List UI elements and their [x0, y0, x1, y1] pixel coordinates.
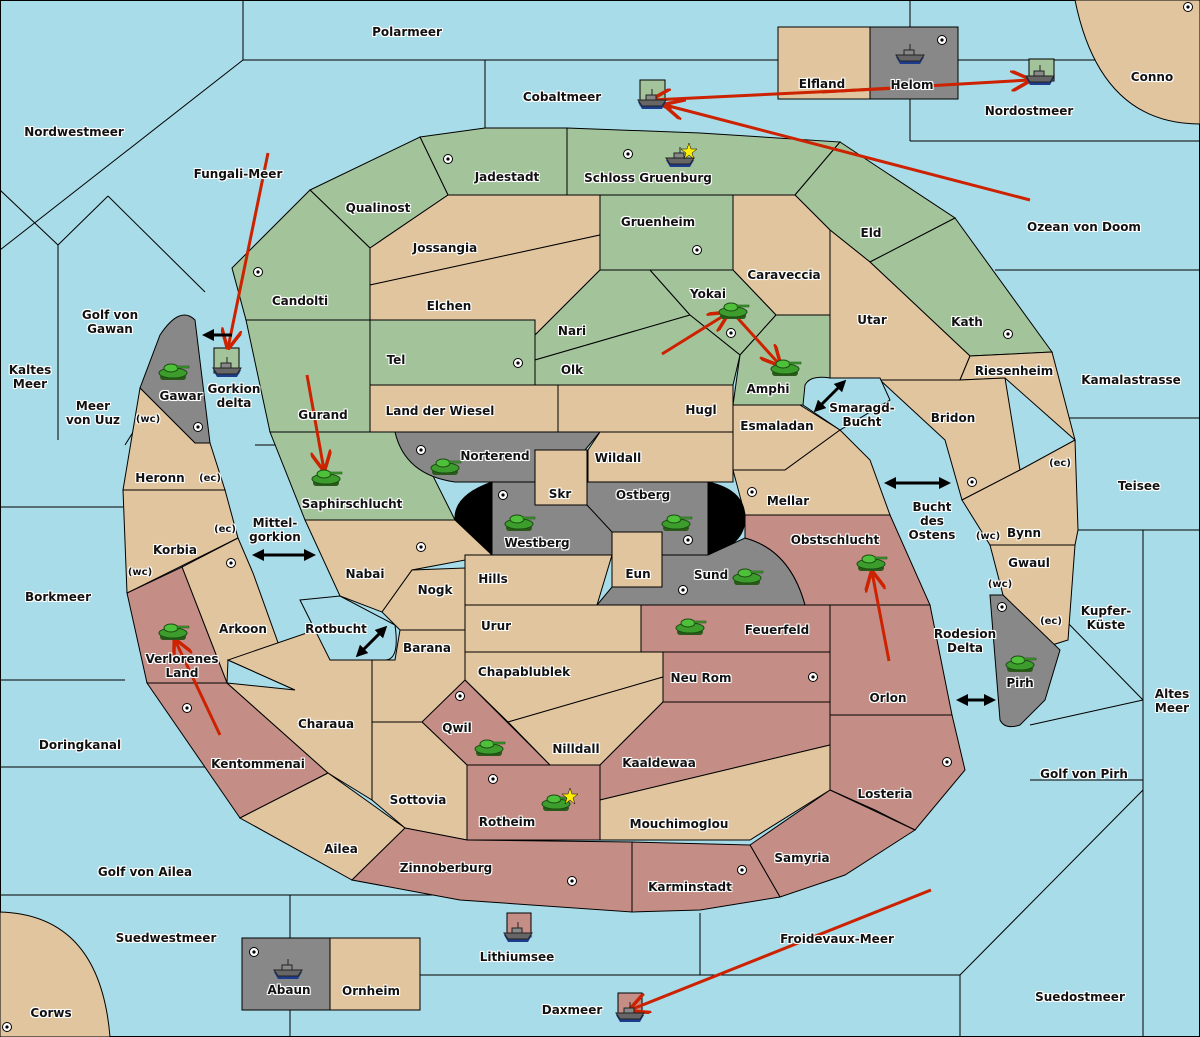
territory-conno[interactable] — [1074, 0, 1200, 125]
territory-rotheim[interactable] — [466, 764, 601, 841]
order-olk-yokai — [661, 313, 728, 356]
territory-hugl[interactable] — [557, 384, 734, 433]
adjacency-arrows — [252, 379, 996, 706]
territory-urur[interactable] — [464, 604, 642, 653]
territory-nogk[interactable] — [381, 567, 466, 631]
territory-orlon[interactable] — [829, 604, 953, 716]
order-kentommenai-verlorenes — [175, 640, 222, 736]
order-helom-cobaltmeer — [652, 86, 901, 100]
order-gurand-saphirschlucht — [305, 374, 324, 470]
territory-karminstadt[interactable] — [631, 841, 781, 913]
territory-feuerfeld[interactable] — [640, 604, 831, 653]
territory-neu-rom[interactable] — [662, 651, 831, 703]
star-icon — [680, 142, 698, 160]
order-ozean-cobaltmeer — [665, 105, 1031, 202]
territory-eun[interactable] — [611, 531, 663, 588]
territory-gwaul[interactable] — [989, 544, 1076, 646]
order-orlon-obstschlucht — [872, 572, 891, 662]
territory-hills[interactable] — [464, 554, 613, 606]
territory-olk[interactable] — [534, 314, 741, 386]
territory-tel[interactable] — [369, 319, 536, 386]
territory-land-der-wiesel[interactable] — [369, 384, 559, 433]
star-icon — [561, 787, 579, 805]
order-fungali-gorkion — [228, 152, 270, 348]
order-arrows — [175, 80, 1030, 1010]
order-yokai-amphi — [731, 311, 780, 365]
order-froidevaux-daxmeer — [630, 888, 932, 1010]
continent — [122, 127, 1079, 913]
territory-skr[interactable] — [534, 449, 588, 506]
territory-gruenheim[interactable] — [599, 194, 734, 271]
territory-elfland[interactable] — [777, 26, 871, 100]
territory-wildall[interactable] — [587, 431, 734, 483]
territory-corws[interactable] — [0, 911, 111, 1037]
territory-ornheim[interactable] — [329, 937, 421, 1011]
territory-heronn[interactable] — [122, 386, 226, 491]
